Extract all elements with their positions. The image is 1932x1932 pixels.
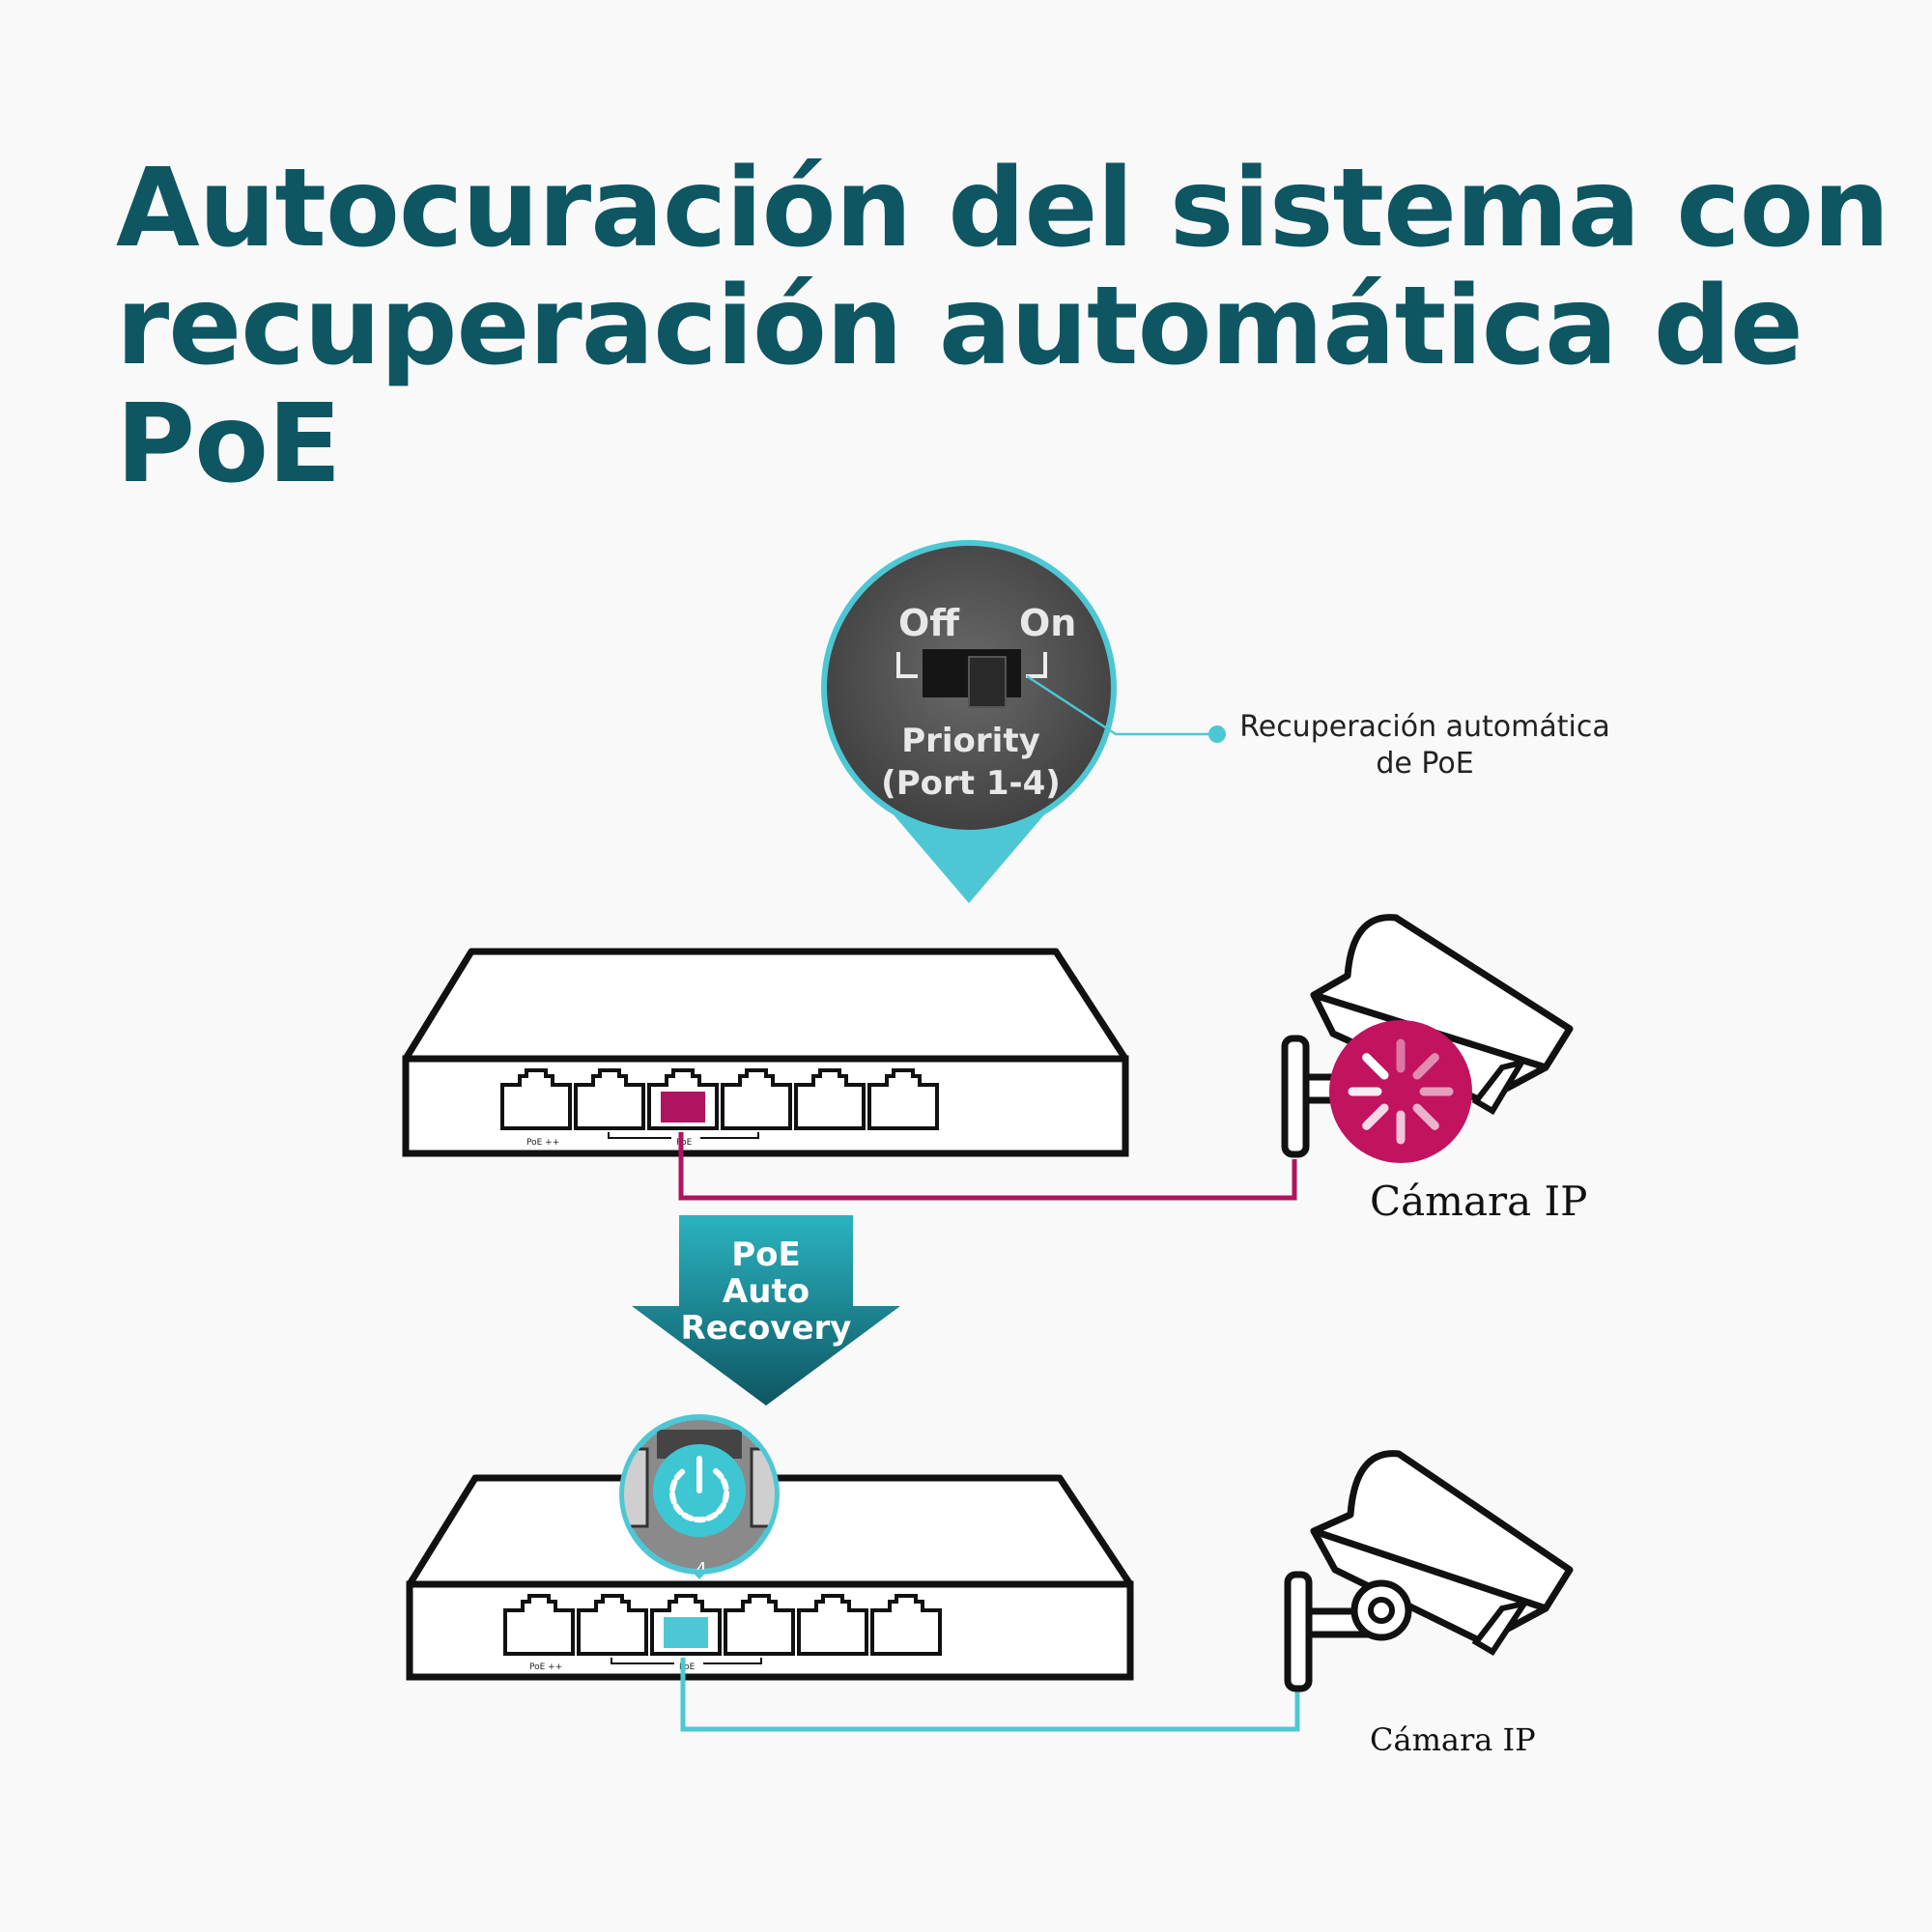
poe-plus-label: PoE ++	[526, 1138, 559, 1148]
camera-lens	[1471, 1058, 1528, 1116]
title-line-2: recuperación automática de PoE	[116, 264, 1804, 507]
switch-bottom-ports	[503, 1594, 942, 1656]
ethernet-port-4	[721, 1068, 792, 1130]
switch-zoom-bubble: Off On Priority (Port 1-4)	[821, 540, 1117, 903]
ethernet-port-5	[794, 1068, 866, 1130]
arrow-label-line-2: Auto	[723, 1272, 810, 1311]
poe-label-bottom: PoE	[679, 1662, 696, 1672]
ethernet-port-6	[870, 1594, 942, 1656]
port-zoom-bubble: 4	[619, 1414, 780, 1579]
poe-bracket-bottom	[611, 1658, 762, 1664]
camera-top: Cámara IP	[1281, 914, 1587, 1225]
off-label: Off	[898, 602, 960, 644]
active-port-indicator	[661, 1092, 705, 1122]
poe-label: PoE	[676, 1138, 693, 1148]
active-port-indicator	[664, 1617, 708, 1648]
arrow-label-line-3: Recovery	[681, 1309, 852, 1348]
camera-joint-inner	[1368, 1597, 1395, 1624]
recovery-arc	[669, 1468, 729, 1523]
arrow-label-line-1: PoE	[731, 1236, 801, 1274]
callout: Recuperación automática de PoE	[1026, 674, 1610, 781]
priority-label: Priority	[901, 722, 1040, 760]
spinner-tick	[1412, 1103, 1439, 1130]
callout-line	[1026, 674, 1215, 736]
spinner-tick	[1412, 1053, 1439, 1080]
poe-plus-label-bottom: PoE ++	[529, 1662, 562, 1672]
poe-bracket	[608, 1132, 759, 1139]
ethernet-port-4	[724, 1594, 795, 1656]
ethernet-port-2	[574, 1068, 645, 1130]
camera-top-label: Cámara IP	[1370, 1178, 1587, 1225]
ethernet-port-5	[797, 1594, 868, 1656]
spinner-ticks	[1348, 1038, 1454, 1145]
ethernet-port-2	[577, 1594, 648, 1656]
title-line-1: Autocuración del sistema con	[116, 146, 1889, 271]
callout-dot	[1208, 725, 1226, 743]
switch-top-lid	[402, 948, 1129, 1063]
ports-label: (Port 1-4)	[881, 764, 1061, 803]
callout-label-line-2: de PoE	[1376, 747, 1473, 781]
ethernet-port-6	[867, 1068, 939, 1130]
spinner-tick	[1362, 1103, 1389, 1130]
camera-lens-bottom	[1471, 1599, 1531, 1657]
switch-top: PoE ++ PoE	[402, 948, 1129, 1157]
spinner-tick	[1362, 1053, 1389, 1080]
cable-recovered	[680, 1658, 1300, 1732]
switch-bottom: PoE ++ PoE	[406, 1474, 1134, 1681]
switch-top-ports	[500, 1068, 939, 1130]
on-bracket	[1026, 652, 1047, 678]
camera-bottom: Cámara IP	[1284, 1450, 1574, 1758]
ethernet-port-1	[500, 1068, 572, 1130]
cable-faulty	[678, 1132, 1297, 1201]
off-bracket	[896, 652, 918, 678]
page-title: Autocuración del sistema con recuperació…	[116, 150, 1932, 503]
callout-label-line-1: Recuperación automática	[1239, 710, 1610, 744]
arrow-shape	[632, 1215, 900, 1406]
port-number: 4	[696, 1559, 706, 1579]
camera-hood-bottom	[1310, 1450, 1574, 1612]
camera-hood	[1310, 914, 1574, 1071]
slider-knob[interactable]	[968, 656, 1007, 708]
camera-bottom-label: Cámara IP	[1370, 1721, 1536, 1758]
on-label: On	[1019, 602, 1076, 644]
poe-auto-recovery-arrow: PoE Auto Recovery	[632, 1215, 900, 1406]
ethernet-port-1	[503, 1594, 575, 1656]
